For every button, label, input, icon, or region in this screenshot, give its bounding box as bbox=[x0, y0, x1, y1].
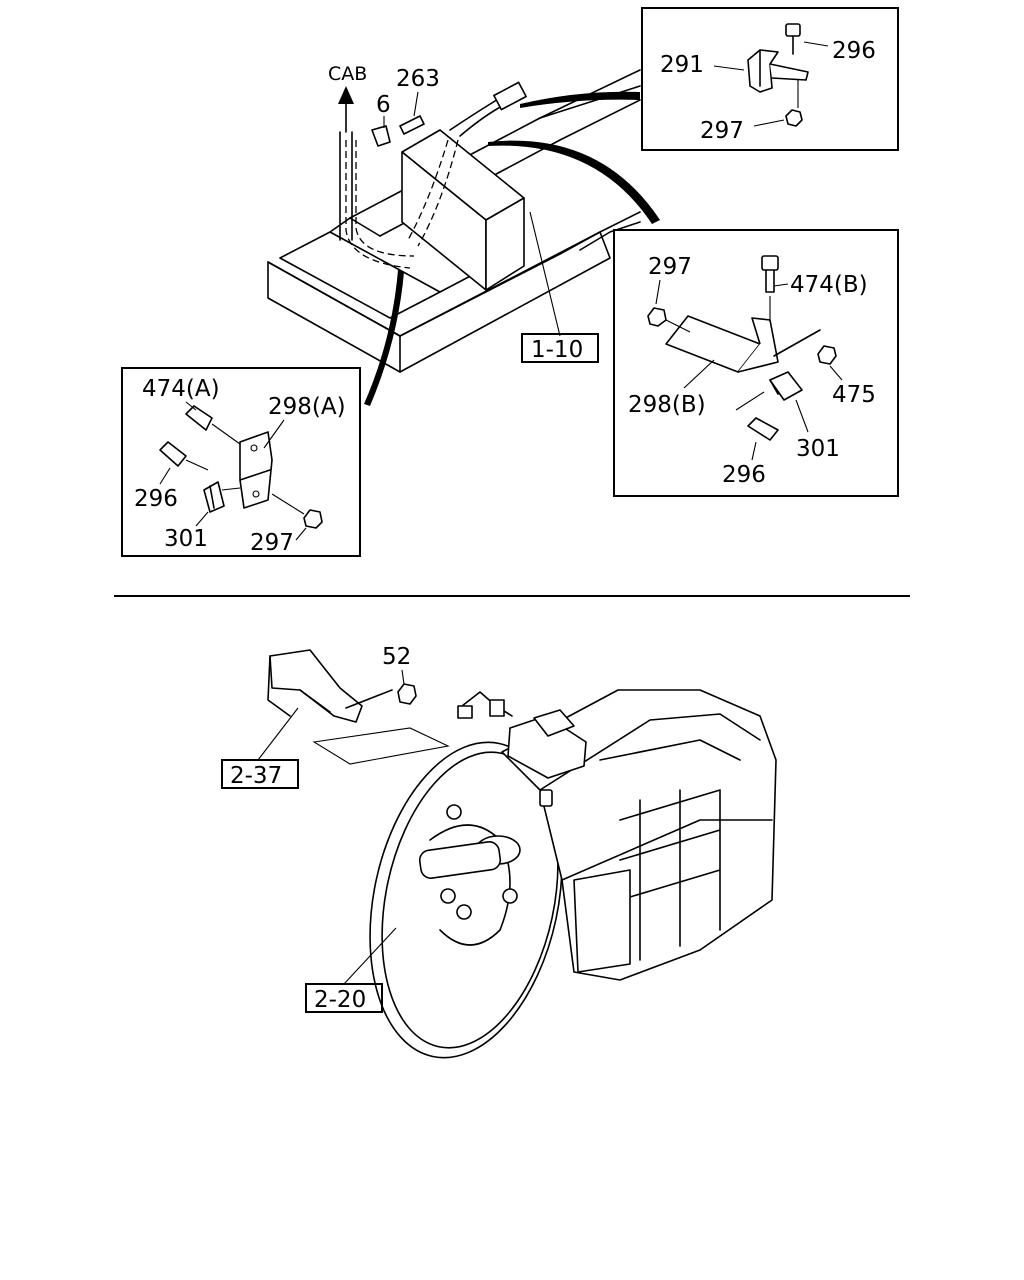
inset-middle-right bbox=[613, 229, 899, 497]
callout-mr-298b: 298(B) bbox=[628, 392, 706, 418]
cab-label: CAB bbox=[328, 63, 367, 85]
callout-bl-296: 296 bbox=[134, 486, 178, 512]
callout-mr-301: 301 bbox=[796, 436, 840, 462]
ref-2-20: 2-20 bbox=[314, 987, 366, 1013]
chassis-frame-assembly bbox=[267, 69, 660, 406]
callout-bl-474a: 474(A) bbox=[142, 376, 220, 402]
callout-bl-298a: 298(A) bbox=[268, 394, 346, 420]
callout-bl-297: 297 bbox=[250, 530, 294, 556]
callout-mr-296: 296 bbox=[722, 462, 766, 488]
ref-box-1-10 bbox=[521, 333, 599, 363]
callout-52: 52 bbox=[382, 644, 411, 670]
ref-box-2-37 bbox=[221, 759, 299, 789]
inset-bottom-left bbox=[121, 367, 361, 557]
callout-mr-475: 475 bbox=[832, 382, 876, 408]
callout-mr-474b: 474(B) bbox=[790, 272, 868, 298]
callout-mr-297: 297 bbox=[648, 254, 692, 280]
callout-tr-296: 296 bbox=[832, 38, 876, 64]
inset-top-right bbox=[641, 7, 899, 151]
callout-tr-291: 291 bbox=[660, 52, 704, 78]
callout-tr-297: 297 bbox=[700, 118, 744, 144]
callout-bl-301: 301 bbox=[164, 526, 208, 552]
ref-1-10: 1-10 bbox=[531, 337, 583, 363]
callout-6: 6 bbox=[376, 92, 391, 118]
callout-263: 263 bbox=[396, 66, 440, 92]
ref-2-37: 2-37 bbox=[230, 763, 282, 789]
transmission-assembly bbox=[267, 649, 777, 1059]
